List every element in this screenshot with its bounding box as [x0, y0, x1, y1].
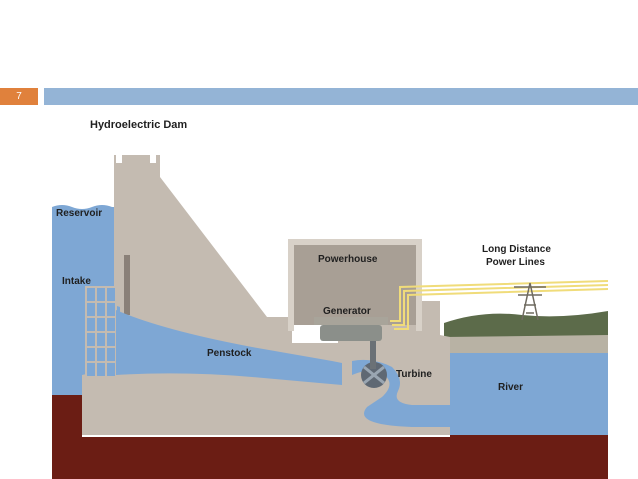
- generator-shaft: [370, 341, 376, 369]
- power-lines: [390, 280, 608, 330]
- penstock-label: Penstock: [207, 348, 252, 359]
- shoreline-rocks: [444, 335, 608, 353]
- turbine-blades: [363, 365, 385, 385]
- hydroelectric-dam-diagram: Hydroelectric Dam Reservoir Intake Power…: [52, 105, 608, 479]
- intake-label: Intake: [62, 276, 91, 287]
- powerhouse-label: Powerhouse: [318, 254, 378, 265]
- transmission-tower: [514, 282, 546, 321]
- ground: [52, 395, 608, 479]
- river-water: [450, 350, 608, 435]
- powerhouse-room: [294, 245, 416, 325]
- turbine-label: Turbine: [396, 369, 432, 380]
- intake-grate: [85, 286, 117, 378]
- power-lines-label-line2: Power Lines: [486, 257, 545, 268]
- intake-gate: [124, 255, 130, 315]
- generator-top: [314, 317, 388, 325]
- penstock-pipe: [116, 310, 342, 385]
- reservoir-label: Reservoir: [56, 208, 102, 219]
- generator-body: [320, 325, 382, 341]
- generator-label: Generator: [323, 306, 371, 317]
- turbine-outflow: [352, 359, 450, 427]
- slide-number: 7: [0, 88, 38, 105]
- header-accent-bar: [44, 88, 638, 105]
- diagram-title: Hydroelectric Dam: [90, 119, 187, 131]
- river-label: River: [498, 382, 523, 393]
- power-lines-label-line1: Long Distance: [482, 244, 551, 255]
